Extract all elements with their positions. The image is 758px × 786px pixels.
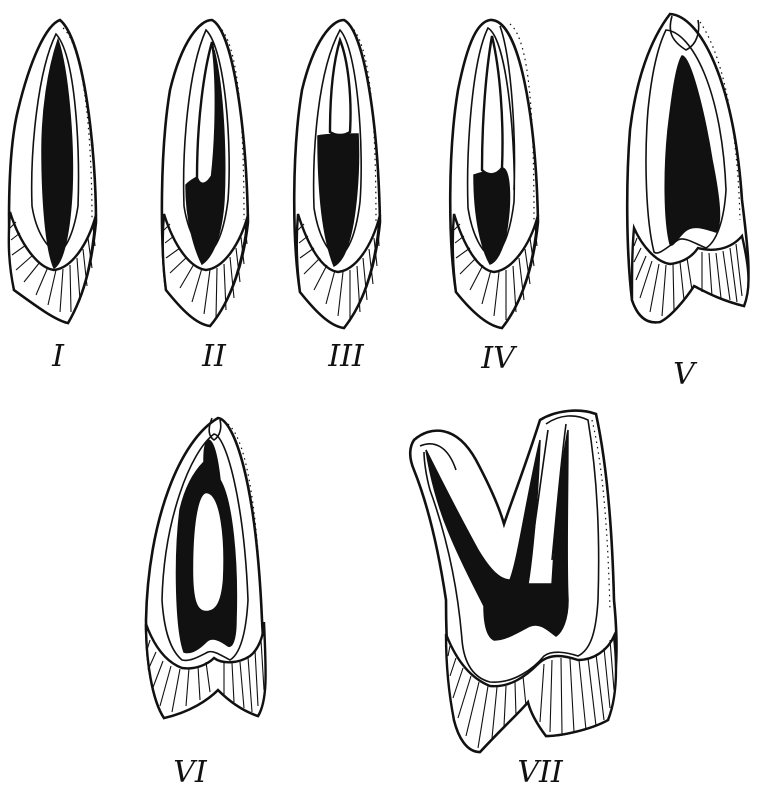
tooth-type-3: III — [294, 20, 380, 374]
tooth-type-6: VI — [146, 418, 266, 786]
tooth-type-2: II — [162, 20, 248, 374]
tooth-type-5: V — [627, 14, 748, 392]
tooth-type-7: VII — [410, 411, 616, 786]
label-IV: IV — [480, 341, 518, 376]
label-III: III — [327, 339, 365, 374]
tooth-type-4: IV — [450, 20, 538, 376]
label-I: I — [51, 339, 65, 374]
tooth-type-1: I — [9, 20, 96, 374]
label-II: II — [201, 339, 227, 374]
label-V: V — [673, 357, 698, 392]
label-VI: VI — [173, 755, 208, 786]
label-VII: VII — [517, 755, 564, 786]
